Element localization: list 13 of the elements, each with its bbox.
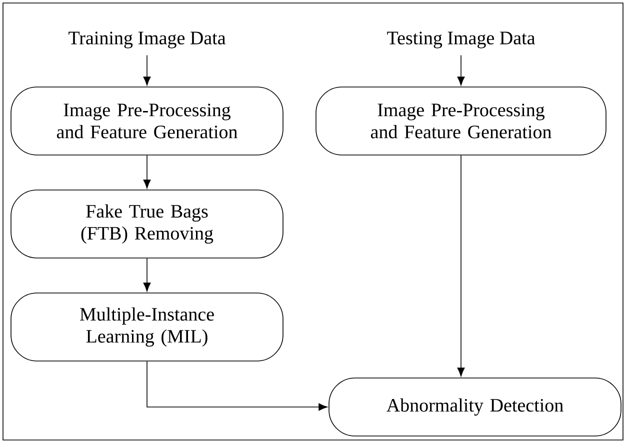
- arrow: [143, 154, 151, 188]
- process-box: Abnormality Detection: [328, 378, 622, 436]
- arrow: [457, 54, 465, 86]
- arrow: [146, 360, 328, 411]
- process-box: Image Pre-Processing and Feature Generation: [316, 86, 606, 156]
- input-label: Training Image Data: [68, 32, 226, 48]
- arrow: [143, 258, 151, 292]
- input-label: Testing Image Data: [387, 32, 535, 48]
- arrow: [457, 154, 465, 376]
- arrow: [143, 54, 151, 86]
- process-box: Multiple-Instance Learning (MIL): [10, 292, 284, 362]
- process-box: Fake True Bags (FTB) Removing: [10, 190, 284, 258]
- process-box: Image Pre-Processing and Feature Generation: [10, 86, 284, 156]
